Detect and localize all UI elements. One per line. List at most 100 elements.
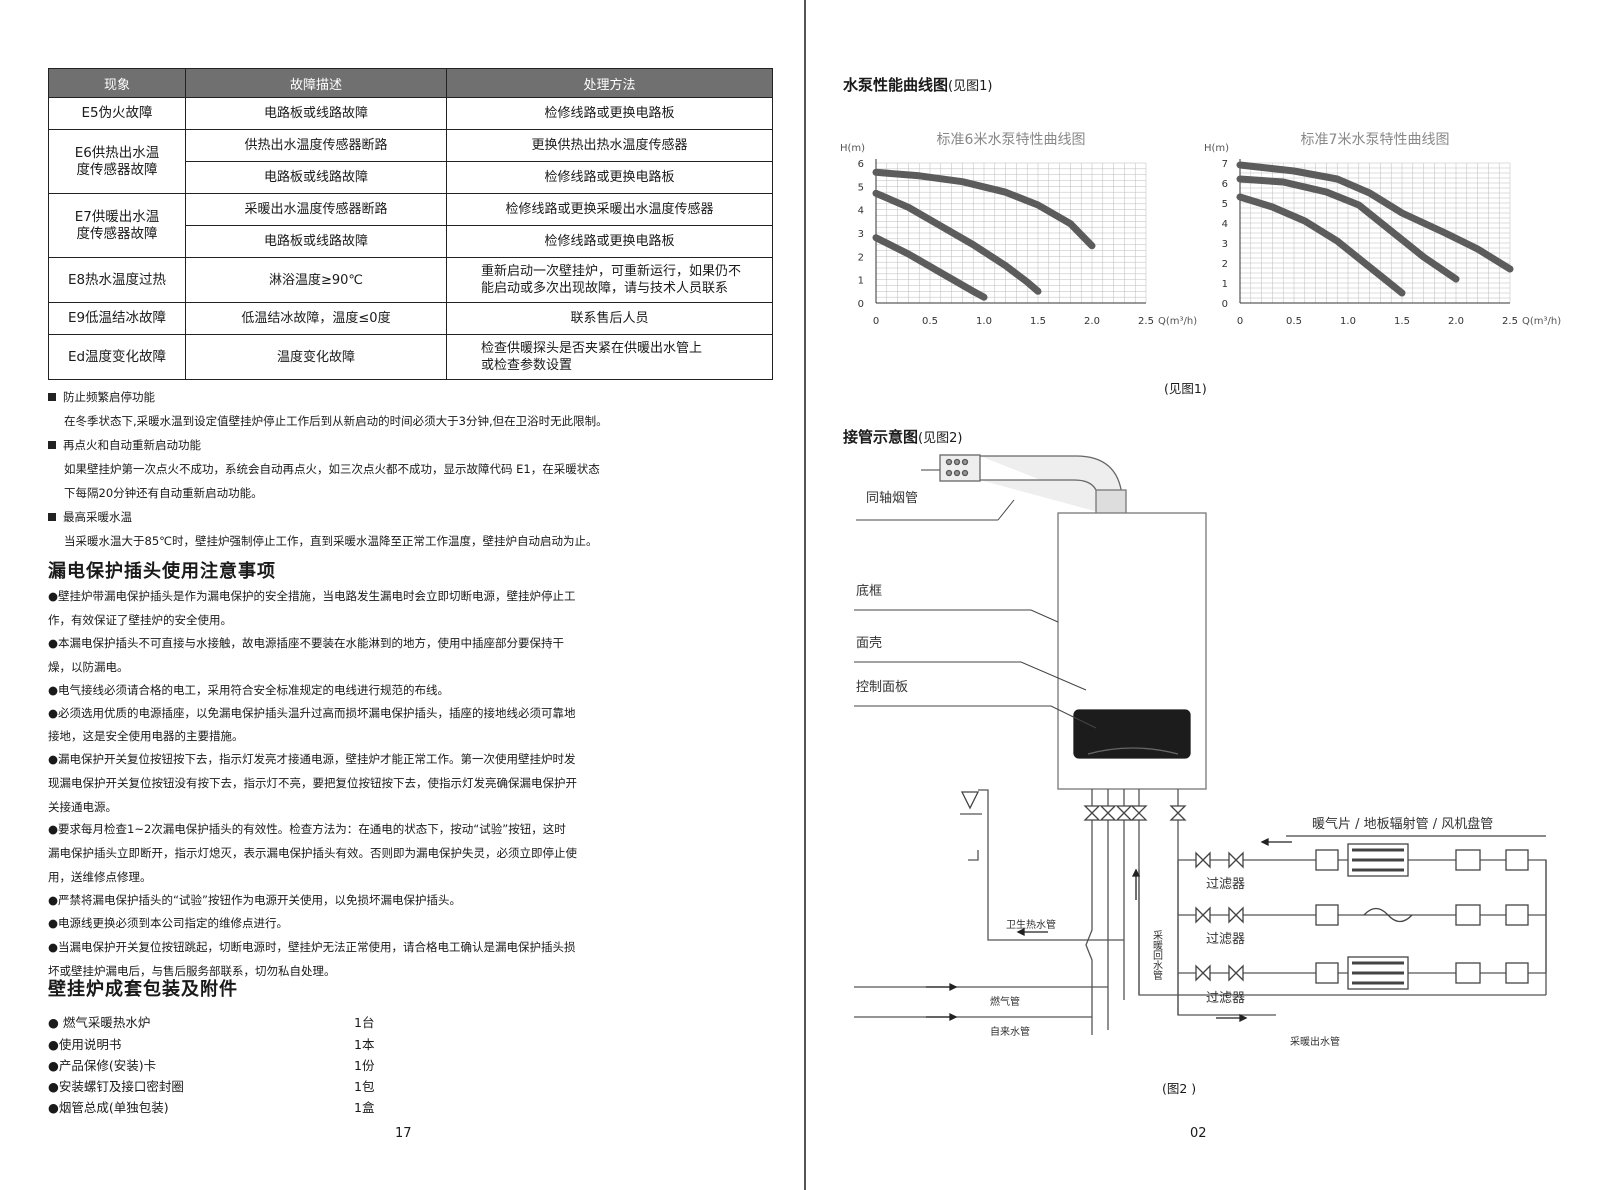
y-tick-label: 5 (1222, 199, 1228, 210)
control-panel (1073, 709, 1191, 759)
y-tick-label: 3 (858, 229, 864, 240)
table-cell: E9低温结冰故障 (48, 302, 186, 335)
pipe-diagram-title: 接管示意图(见图2) (843, 426, 962, 447)
page-divider (804, 0, 806, 1190)
x-tick-label: 0.5 (922, 316, 938, 327)
y-tick-label: 6 (1222, 179, 1228, 190)
x-tick-label: 2.0 (1084, 316, 1100, 327)
table-cell: 低温结冰故障，温度≤0度 (185, 302, 447, 335)
y-tick-label: 1 (1222, 279, 1228, 290)
leak-section-title: 漏电保护插头使用注意事项 (48, 561, 276, 582)
chart-title: 标准7米水泵特性曲线图 (1301, 132, 1450, 148)
y-axis-label: H(m) (840, 143, 865, 154)
table-cell: 淋浴温度≥90℃ (185, 257, 447, 303)
leak-note-line: 关接通电源。 (48, 800, 117, 814)
header-description: 故障描述 (185, 68, 447, 98)
left-page: 现象 故障描述 处理方法 E5伪火故障 电路板或线路故障 检修线路或更换电路板 … (0, 0, 804, 1190)
table-cell: 采暖出水温度传感器断路 (185, 193, 447, 226)
table-cell: E6供热出水温 度传感器故障 (48, 129, 186, 194)
x-tick-label: 1.5 (1030, 316, 1046, 327)
feature-text: 当采暖水温大于85℃时，壁挂炉强制停止工作，直到采暖水温降至正常工作温度，壁挂炉… (64, 534, 598, 548)
table-cell: 温度变化故障 (185, 334, 447, 380)
table-row: Ed温度变化故障 温度变化故障 检查供暖探头是否夹紧在供暖出水管上 或检查参数设… (48, 334, 773, 380)
table-cell: 检修线路或更换电路板 (446, 225, 773, 258)
accessory-qty: 1盒 (354, 1100, 375, 1115)
label-return: 采暖回水管 (1151, 930, 1163, 981)
cell-line: E7供暖出水温 (74, 208, 160, 225)
feature-title: 防止频繁启停功能 (63, 390, 155, 404)
y-tick-label: 2 (858, 252, 864, 263)
label-frame: 底框 (856, 583, 882, 599)
table-row: 电路板或线路故障 检修线路或更换电路板 (49, 225, 773, 258)
cell-line: 度传感器故障 (76, 161, 158, 178)
table-cell: 检修线路或更换电路板 (446, 97, 773, 130)
table-cell: 联系售后人员 (446, 302, 773, 335)
label-tap-water: 自来水管 (990, 1025, 1030, 1038)
square-bullet-icon (48, 513, 56, 521)
x-tick-label: 0 (873, 316, 879, 327)
cell-line: 重新启动一次壁挂炉，可重新运行，如果仍不 (481, 264, 742, 279)
y-tick-label: 6 (858, 159, 864, 170)
x-tick-label: 0.5 (1286, 316, 1302, 327)
accessory-name: ●烟管总成(单独包装) (48, 1100, 169, 1115)
leak-note-line: ●壁挂炉带漏电保护插头是作为漏电保护的安全措施，当电路发生漏电时会立即切断电源，… (48, 589, 576, 603)
x-tick-label: 2.0 (1448, 316, 1464, 327)
series-line-3 (872, 168, 1096, 250)
square-bullet-icon (48, 441, 56, 449)
y-tick-label: 2 (1222, 259, 1228, 270)
leak-note-line: ●电气接线必须请合格的电工，采用符合安全标准规定的电线进行规范的布线。 (48, 683, 450, 697)
page-number: 02 (1190, 1126, 1207, 1141)
y-tick-label: 1 (858, 276, 864, 287)
leak-note-line: ●要求每月检查1~2次漏电保护插头的有效性。检查方法为：在通电的状态下，按动“试… (48, 822, 566, 836)
pipe-title-text: 接管示意图 (843, 428, 919, 446)
square-bullet-icon (48, 393, 56, 401)
table-row: E9低温结冰故障 低温结冰故障，温度≤0度 联系售后人员 (48, 302, 773, 335)
y-tick-label: 0 (1222, 299, 1228, 310)
leak-note-line: ●当漏电保护开关复位按钮跳起，切断电源时，壁挂炉无法正常使用，请合格电工确认是漏… (48, 940, 576, 954)
pump-title-ref: (见图1) (948, 79, 993, 94)
leak-note-line: ●漏电保护开关复位按钮按下去，指示灯发亮才接通电源，壁挂炉才能正常工作。第一次使… (48, 752, 576, 766)
flue-pipe (921, 454, 1127, 515)
table-cell: 电路板或线路故障 (185, 161, 447, 194)
label-filter-1: 过滤器 (1206, 877, 1245, 892)
x-tick-label: 1.5 (1394, 316, 1410, 327)
table-cell: 检修线路或更换采暖出水温度传感器 (446, 193, 773, 226)
y-tick-label: 4 (858, 206, 864, 217)
leak-note-line: ●电源线更换必须到本公司指定的维修点进行。 (48, 916, 289, 930)
accessory-name: ●使用说明书 (48, 1037, 122, 1052)
x-axis-label: Q(m³/h) (1158, 316, 1197, 327)
accessory-name: ●安装螺钉及接口密封圈 (48, 1079, 184, 1094)
x-tick-label: 1.0 (1340, 316, 1356, 327)
pipe-title-ref: (见图2) (918, 431, 963, 446)
cell-line: 能启动或多次出现故障，请与技术人员联系 (481, 281, 729, 296)
leak-note-line: ●本漏电保护插头不可直接与水接触，故电源插座不要装在水能淋到的地方，使用中插座部… (48, 636, 565, 650)
label-shell: 面壳 (856, 636, 882, 651)
feature-heading: 防止频繁启停功能 (48, 390, 155, 405)
leak-note-line: ●严禁将漏电保护插头的“试验”按钮作为电源开关使用，以免损坏漏电保护插头。 (48, 893, 461, 907)
table-row: E5伪火故障 电路板或线路故障 检修线路或更换电路板 (48, 97, 773, 130)
accessory-name: ● 燃气采暖热水炉 (48, 1015, 151, 1030)
series-line-3 (1236, 161, 1514, 273)
series-line-2 (1236, 175, 1460, 283)
table-cell: 电路板或线路故障 (185, 225, 447, 258)
table-cell: E7供暖出水温 度传感器故障 (48, 193, 186, 258)
series-line-1 (1236, 193, 1406, 297)
leak-note-line: 现漏电保护开关复位按钮没有按下去，指示灯不亮，要把复位按钮按下去，使指示灯发亮确… (48, 776, 577, 790)
feature-heading: 最高采暖水温 (48, 510, 132, 525)
label-filter-3: 过滤器 (1206, 991, 1245, 1006)
leak-note-line: ●必须选用优质的电源插座，以免漏电保护插头温升过高而损坏漏电保护插头，插座的接地… (48, 706, 576, 720)
leak-note-line: 接地，这是安全使用电器的主要措施。 (48, 729, 244, 743)
y-tick-label: 7 (1222, 159, 1228, 170)
header-solution: 处理方法 (446, 68, 773, 98)
table-cell: 电路板或线路故障 (185, 97, 447, 130)
figure1-caption: (见图1) (1164, 381, 1207, 396)
y-tick-label: 5 (858, 182, 864, 193)
page-number: 17 (395, 1126, 412, 1141)
table-cell: 更换供热出热水温度传感器 (446, 129, 773, 162)
x-tick-label: 1.0 (976, 316, 992, 327)
series-line-1 (872, 234, 988, 301)
table-cell: 重新启动一次壁挂炉，可重新运行，如果仍不 能启动或多次出现故障，请与技术人员联系 (446, 257, 773, 303)
x-axis-label: Q(m³/h) (1522, 316, 1561, 327)
